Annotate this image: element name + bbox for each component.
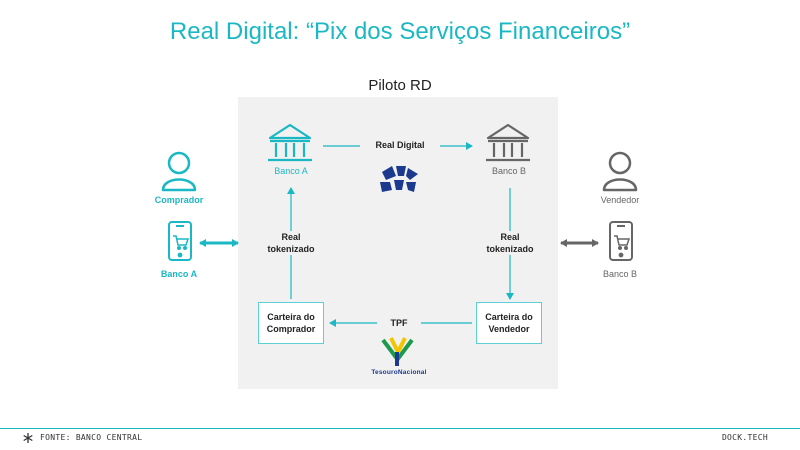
- seller-wallet-box: Carteira do Vendedor: [476, 302, 542, 344]
- buyer-wallet-line-2: Comprador: [266, 324, 316, 334]
- bank-a-icon: [268, 123, 312, 162]
- real-tokenized-left-line-2: tokenizado: [267, 244, 315, 254]
- seller-wallet-line-1: Carteira do: [485, 312, 533, 322]
- seller-bank-label: Banco B: [602, 269, 638, 279]
- pilot-label: Piloto RD: [368, 77, 432, 94]
- real-tokenized-right-line-2: tokenizado: [486, 244, 534, 254]
- bank-a-label: Banco A: [274, 166, 308, 176]
- real-tokenized-right-line-1: Real: [500, 232, 520, 242]
- buyer-bank-label: Banco A: [160, 269, 198, 279]
- banco-central-logo: [380, 166, 418, 192]
- tesouro-label: TesouroNacional: [371, 369, 427, 376]
- real-tokenized-right-label: Real tokenizado: [474, 231, 546, 255]
- buyer-phone-icon: [168, 221, 192, 261]
- asterisk-icon: [23, 433, 33, 443]
- real-tokenized-left-line-1: Real: [281, 232, 301, 242]
- bank-b-label: Banco B: [491, 166, 527, 176]
- seller-wallet-line-2: Vendedor: [488, 324, 530, 334]
- real-tokenized-left-label: Real tokenizado: [255, 231, 327, 255]
- buyer-person-icon: [161, 151, 197, 192]
- buyer-wallet-line-1: Carteira do: [267, 312, 315, 322]
- footer-source: FONTE: BANCO CENTRAL: [40, 433, 143, 442]
- page-title: Real Digital: “Pix dos Serviços Financei…: [169, 18, 631, 45]
- tesouro-nacional-logo: [381, 337, 414, 366]
- seller-label: Vendedor: [600, 195, 640, 205]
- tpf-label: TPF: [377, 317, 421, 329]
- real-digital-label: Real Digital: [360, 139, 440, 151]
- buyer-label: Comprador: [154, 195, 204, 205]
- footer-brand: DOCK.TECH: [721, 433, 768, 442]
- buyer-wallet-box: Carteira do Comprador: [258, 302, 324, 344]
- seller-phone-icon: [609, 221, 633, 261]
- bank-b-icon: [486, 123, 530, 162]
- seller-person-icon: [602, 151, 638, 192]
- footer-divider: [0, 428, 800, 429]
